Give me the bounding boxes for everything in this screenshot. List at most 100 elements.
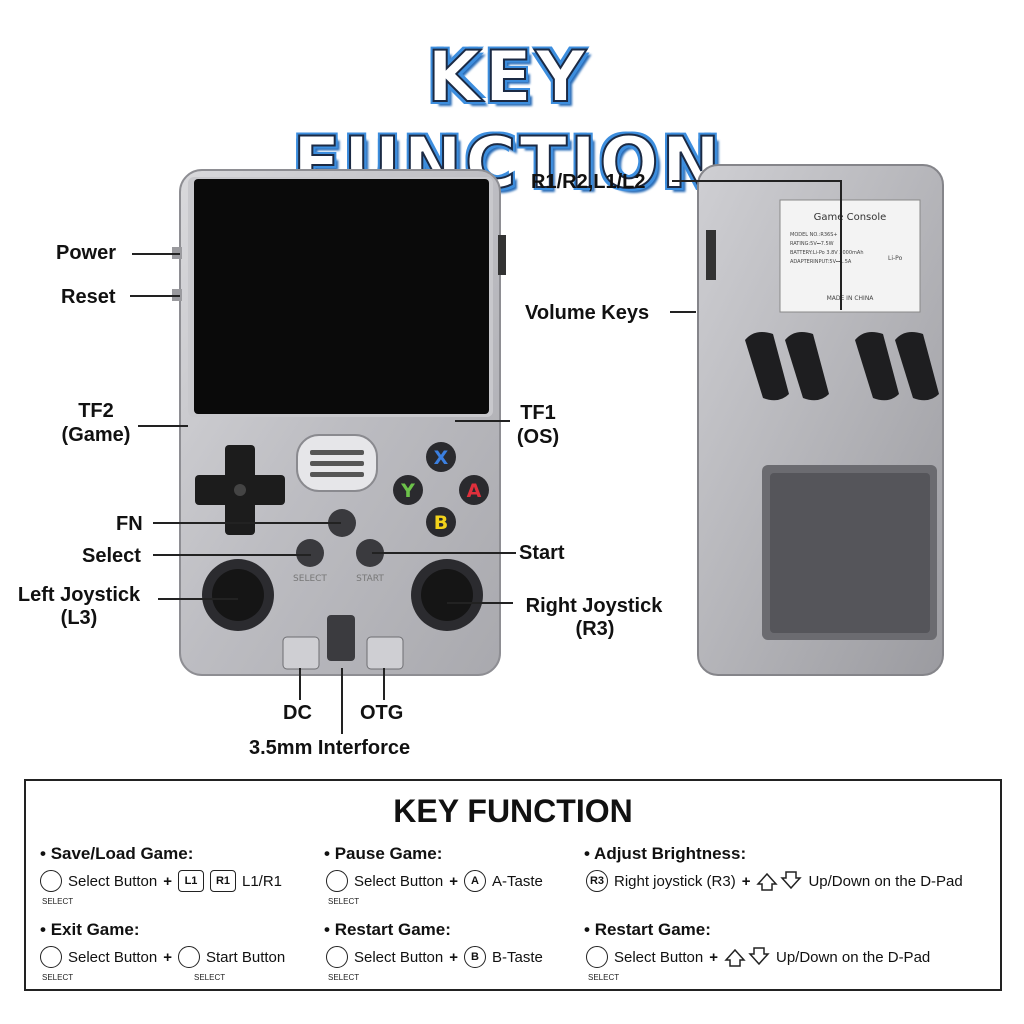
label-power: Power	[56, 242, 117, 264]
plus-sign: +	[163, 872, 172, 890]
leader-fn	[153, 522, 341, 524]
leader-select	[153, 554, 311, 556]
sticker-line-4: ADAPTERINPUT:5V⎓1.5A	[790, 259, 852, 265]
function-exit-row: Select Button + Start Button	[40, 946, 285, 968]
label-left-joystick: Left Joystick	[17, 584, 141, 606]
b-button-label: B	[434, 512, 448, 534]
label-left-joystick-sub: (L3)	[60, 607, 98, 629]
function-brightness-text1: Right joystick (R3)	[614, 872, 736, 890]
select-caption: SELECT	[194, 973, 226, 982]
function-exit-text2: Start Button	[206, 948, 286, 966]
function-brightness-title: • Adjust Brightness:	[584, 844, 747, 863]
label-tf1-sub: (OS)	[516, 426, 560, 448]
label-otg: OTG	[360, 702, 404, 724]
select-button-icon	[40, 870, 62, 892]
select-button-icon	[40, 946, 62, 968]
dpad-up-down-icon	[756, 871, 803, 891]
sticker-title: Game Console	[814, 212, 887, 223]
plus-sign: +	[741, 872, 751, 890]
r3-button-icon: R3	[586, 870, 608, 892]
function-restart-2-text2: Up/Down on the D-Pad	[776, 948, 931, 966]
function-restart-2-row: Select Button + Up/Down on the D-Pad	[586, 946, 930, 968]
y-button-label: Y	[400, 480, 415, 502]
function-restart-text1: Select Button	[354, 948, 444, 966]
select-caption: SELECT	[588, 973, 620, 982]
plus-sign: +	[449, 872, 458, 890]
function-pause-text1: Select Button	[354, 872, 444, 890]
select-caption: SELECT	[328, 973, 360, 982]
select-caption: SELECT	[42, 973, 74, 982]
r1-button-icon: R1	[210, 870, 236, 892]
plus-sign: +	[709, 948, 718, 966]
sticker-made-in: MADE IN CHINA	[827, 295, 875, 302]
back-device-image: Game Console MODEL NO.:R36S+ RATING:5V⎓7…	[697, 164, 944, 676]
function-exit-title: • Exit Game:	[40, 920, 140, 939]
function-restart-row: Select Button + B B-Taste	[326, 946, 543, 968]
sticker-line-1: MODEL NO.:R36S+	[790, 232, 838, 238]
select-button-icon	[326, 870, 348, 892]
function-save-load-row: Select Button + L1 R1 L1/R1	[40, 870, 282, 892]
label-right-joystick-sub: (R3)	[575, 618, 615, 640]
leader-start	[372, 552, 516, 554]
x-button-label: X	[434, 447, 449, 469]
function-exit-text1: Select Button	[68, 948, 158, 966]
leader-dc	[299, 668, 301, 700]
label-tf1: TF1	[520, 402, 556, 424]
label-start: Start	[519, 542, 565, 564]
function-restart-2-text1: Select Button	[614, 948, 704, 966]
function-restart-2-title: • Restart Game:	[584, 920, 711, 939]
plus-sign: +	[163, 948, 172, 966]
select-button-icon	[586, 946, 608, 968]
label-audio: 3.5mm Interforce	[249, 737, 411, 759]
label-dc: DC	[283, 702, 312, 724]
dpad-up-down-icon	[724, 947, 770, 967]
function-brightness-row: R3 Right joystick (R3) + Up/Down on the …	[586, 870, 963, 892]
function-save-load-text2: L1/R1	[242, 872, 283, 890]
l1-button-icon: L1	[178, 870, 204, 892]
a-button-icon: A	[464, 870, 486, 892]
label-tf2: TF2	[78, 400, 114, 422]
function-save-load-title: • Save/Load Game:	[40, 844, 194, 863]
leader-reset	[130, 295, 180, 297]
function-pause-title: • Pause Game:	[324, 844, 443, 863]
function-restart-text2: B-Taste	[492, 948, 543, 966]
label-reset: Reset	[61, 286, 116, 308]
leader-tf1	[455, 420, 510, 422]
leader-power	[132, 253, 180, 255]
function-pause-text2: A-Taste	[492, 872, 543, 890]
leader-tf2	[138, 425, 188, 427]
banner-title: KEY FUNCTION	[292, 35, 724, 205]
select-caption: SELECT	[328, 897, 360, 906]
leader-right-joystick	[447, 602, 513, 604]
front-device-image: X Y A B SELECT START	[172, 169, 506, 676]
label-volume: Volume Keys	[525, 302, 650, 324]
leader-otg	[383, 668, 385, 700]
start-button-icon	[178, 946, 200, 968]
function-restart-title: • Restart Game:	[324, 920, 451, 939]
leader-shoulder-drop	[840, 180, 842, 310]
leader-shoulder	[672, 180, 842, 182]
label-tf2-sub: (Game)	[61, 424, 131, 446]
key-function-panel: KEY FUNCTION • Save/Load Game: Select Bu…	[24, 779, 1002, 991]
b-button-icon: B	[464, 946, 486, 968]
select-button-icon	[326, 946, 348, 968]
label-fn: FN	[116, 513, 143, 535]
start-print: START	[356, 574, 384, 584]
plus-sign: +	[449, 948, 458, 966]
label-right-joystick: Right Joystick	[525, 595, 663, 617]
leader-volume	[670, 311, 696, 313]
label-select: Select	[82, 545, 141, 567]
sticker-line-3: BATTERY:Li-Po 3.8V 3000mAh	[790, 250, 863, 256]
a-button-label: A	[467, 480, 482, 502]
select-caption: SELECT	[42, 897, 74, 906]
function-save-load-text1: Select Button	[68, 872, 158, 890]
label-shoulder: R1/R2,L1/L2	[531, 171, 646, 193]
sticker-battery: Li-Po	[888, 255, 903, 262]
leader-left-joystick	[158, 598, 238, 600]
leader-audio	[341, 668, 343, 734]
function-pause-row: Select Button + A A-Taste	[326, 870, 543, 892]
select-print: SELECT	[293, 574, 327, 584]
sticker-line-2: RATING:5V⎓7.5W	[790, 241, 834, 247]
function-brightness-text2: Up/Down on the D-Pad	[808, 872, 963, 890]
panel-title: KEY FUNCTION	[393, 793, 633, 829]
